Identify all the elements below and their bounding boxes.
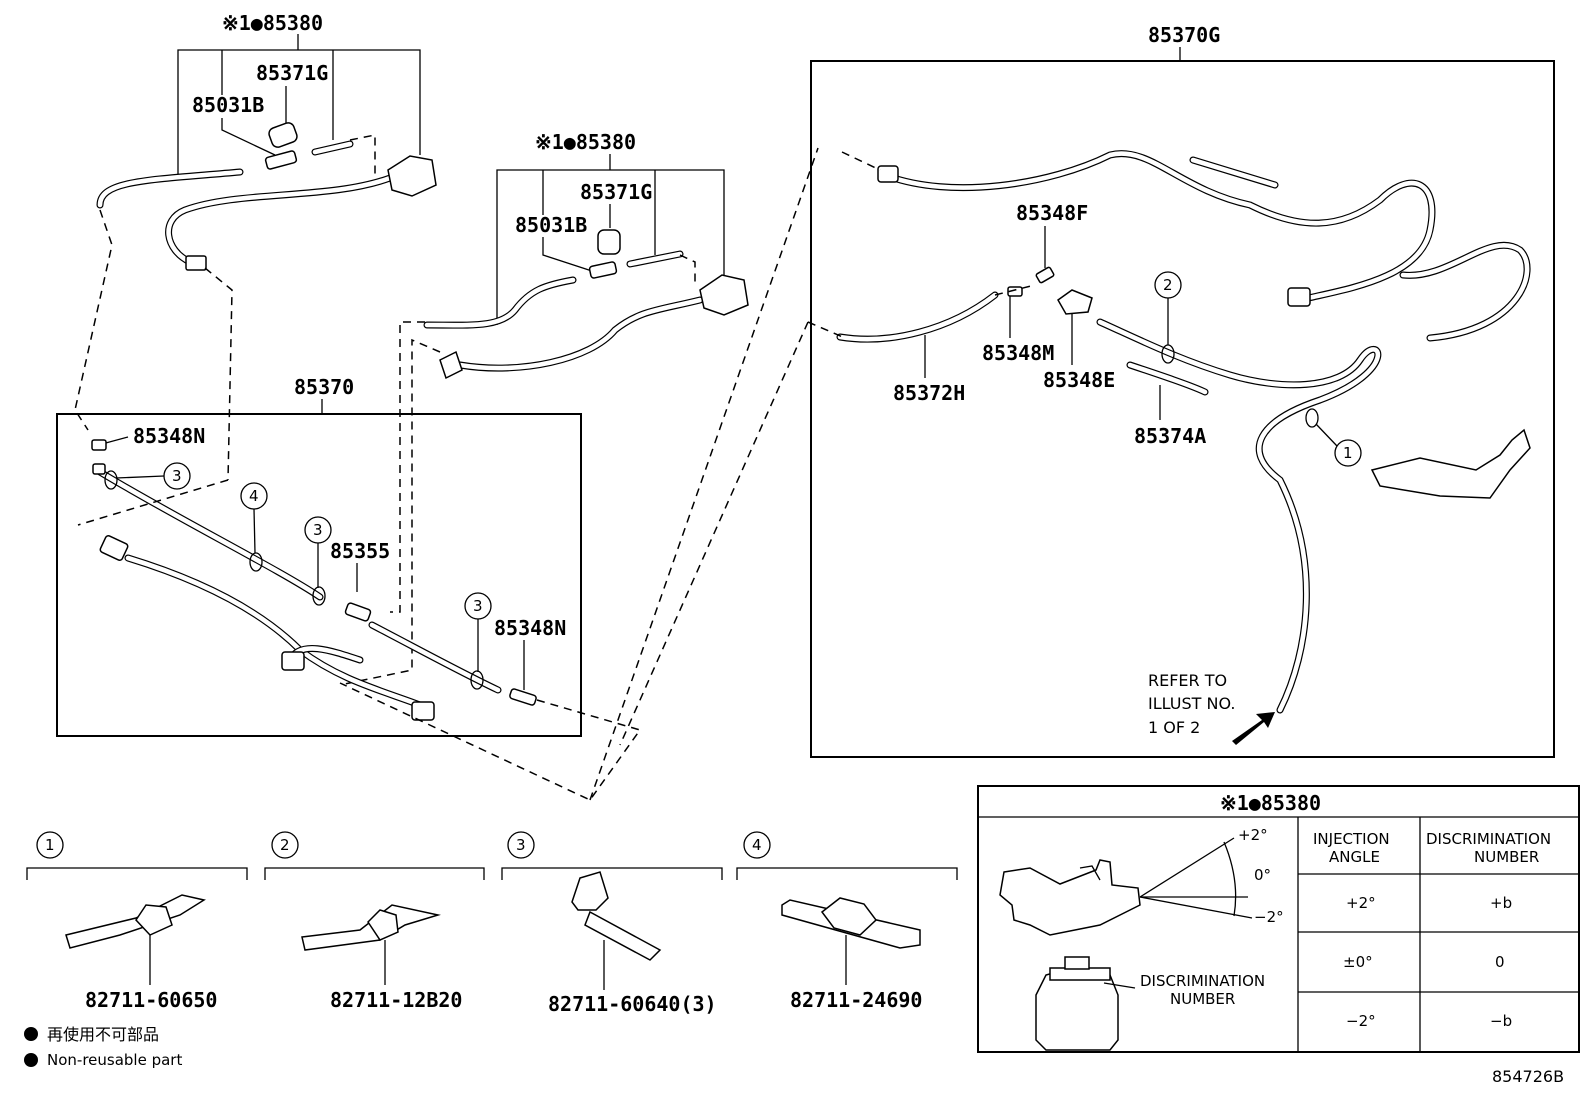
label-85348N-bottom: 85348N: [494, 616, 566, 640]
svg-text:ANGLE: ANGLE: [1329, 848, 1380, 866]
svg-text:2: 2: [1163, 276, 1173, 294]
svg-text:3: 3: [516, 836, 526, 854]
svg-text:4: 4: [752, 836, 762, 854]
svg-text:DISCRIMINATION: DISCRIMINATION: [1426, 830, 1551, 848]
label-85374A: 85374A: [1134, 424, 1206, 448]
nozzle-kit-top-left[interactable]: ※1●85380 85371G 85031B: [74, 11, 437, 481]
clip-3[interactable]: 3 82711-60640(3): [501, 831, 723, 1016]
svg-text:1: 1: [45, 836, 55, 854]
svg-text:2: 2: [280, 836, 290, 854]
svg-text:DISCRIMINATION: DISCRIMINATION: [1140, 972, 1265, 990]
hose-label-middle: 85371G: [580, 180, 652, 204]
svg-text:3: 3: [473, 597, 483, 615]
svg-text:再使用不可部品: 再使用不可部品: [47, 1025, 159, 1044]
svg-text:3: 3: [172, 467, 182, 485]
nozzle-kit-middle[interactable]: ※1●85380 85371G 85031B: [339, 130, 749, 686]
svg-text:82711-60650: 82711-60650: [85, 988, 217, 1012]
kit-label-middle: ※1●85380: [535, 130, 636, 154]
svg-text:+b: +b: [1490, 894, 1512, 912]
box-85370-title: 85370: [294, 375, 354, 399]
box-85370G[interactable]: 85370G 85348F 85348M 85372H 85348E 85374…: [619, 23, 1555, 758]
label-85355: 85355: [330, 539, 390, 563]
kit-label-top-left: ※1●85380: [222, 11, 323, 35]
svg-text:−2°: −2°: [1346, 1012, 1376, 1030]
clip-1[interactable]: 1 82711-60650: [26, 831, 248, 1012]
clip-2[interactable]: 2 82711-12B20: [264, 831, 485, 1012]
label-85372H: 85372H: [893, 381, 965, 405]
label-85348N-top: 85348N: [133, 424, 205, 448]
svg-text:4: 4: [249, 487, 259, 505]
svg-text:82711-12B20: 82711-12B20: [330, 988, 462, 1012]
svg-text:−2°: −2°: [1254, 908, 1284, 926]
table-title: ※1●85380: [1220, 791, 1321, 815]
svg-text:0°: 0°: [1254, 866, 1271, 884]
svg-text:±0°: ±0°: [1343, 953, 1373, 971]
hose-label-top-left: 85371G: [256, 61, 328, 85]
svg-text:INJECTION: INJECTION: [1313, 830, 1390, 848]
svg-text:NUMBER: NUMBER: [1474, 848, 1539, 866]
nozzle-angle-table[interactable]: ※1●85380 INJECTION ANGLE DISCRIMINATION …: [977, 785, 1580, 1053]
svg-text:1 OF 2: 1 OF 2: [1148, 718, 1200, 737]
legend: 再使用不可部品 Non-reusable part: [24, 1025, 182, 1069]
clip-4[interactable]: 4 82711-24690: [736, 831, 958, 1012]
label-85348E: 85348E: [1043, 368, 1115, 392]
svg-text:1: 1: [1343, 444, 1353, 462]
svg-text:3: 3: [313, 521, 323, 539]
valve-label-top-left: 85031B: [192, 93, 264, 117]
svg-text:Non-reusable part: Non-reusable part: [47, 1051, 182, 1069]
svg-text:82711-60640(3): 82711-60640(3): [548, 992, 717, 1016]
label-85348M: 85348M: [982, 341, 1054, 365]
svg-text:−b: −b: [1490, 1012, 1512, 1030]
box-85370[interactable]: 85370 85348N 85355 85348N 3: [56, 147, 819, 801]
svg-text:+2°: +2°: [1238, 826, 1268, 844]
svg-text:NUMBER: NUMBER: [1170, 990, 1235, 1008]
box-85370G-title: 85370G: [1148, 23, 1220, 47]
svg-text:+2°: +2°: [1346, 894, 1376, 912]
valve-label-middle: 85031B: [515, 213, 587, 237]
svg-text:REFER TO: REFER TO: [1148, 671, 1227, 690]
svg-text:ILLUST NO.: ILLUST NO.: [1148, 694, 1235, 713]
label-85348F: 85348F: [1016, 201, 1088, 225]
illustration-id: 854726B: [1492, 1067, 1564, 1086]
svg-text:0: 0: [1495, 953, 1505, 971]
svg-text:82711-24690: 82711-24690: [790, 988, 922, 1012]
